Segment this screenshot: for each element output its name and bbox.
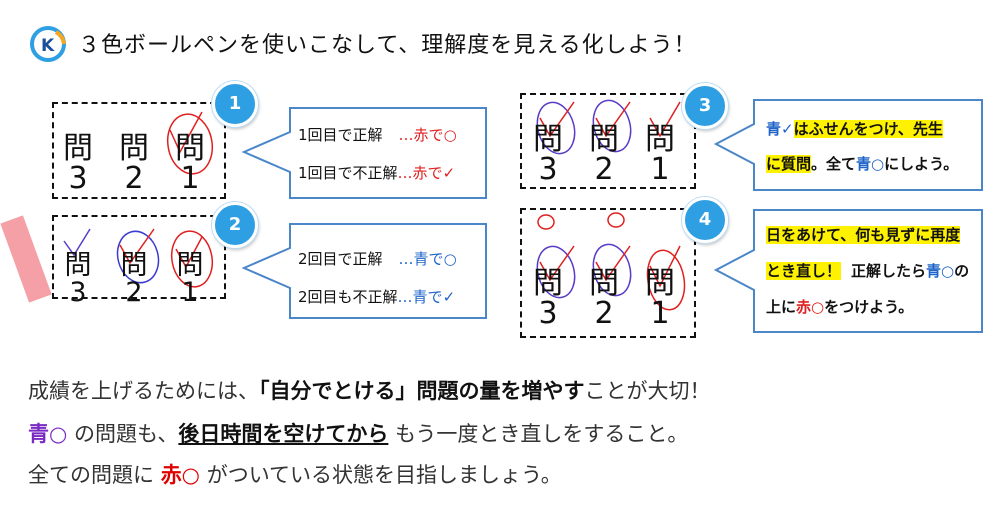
callout-line: 1回目で不正解…赤で✓ <box>298 164 456 182</box>
question-box-2 <box>52 215 226 299</box>
svg-text:K: K <box>41 36 55 56</box>
question-char: 問 <box>645 266 675 301</box>
question-char: 問 <box>119 131 149 166</box>
question-number: 3 <box>538 296 558 331</box>
question-number: 3 <box>68 161 88 196</box>
step-badge-3: 3 <box>682 83 728 129</box>
marks-1 <box>166 111 214 175</box>
callout-2 <box>241 223 487 319</box>
callout-line: 2回目で正解…青で○ <box>298 250 457 268</box>
question-char: 問 <box>533 122 563 157</box>
callout-line: 日をあけて、何も見ずに再度 <box>766 226 961 244</box>
brand-logo: K <box>30 26 66 62</box>
marks-3 <box>536 99 681 155</box>
callout-line: 上に赤○をつけよう。 <box>766 298 914 316</box>
question-char: 問 <box>176 250 204 281</box>
step-badge-2: 2 <box>212 202 258 248</box>
question-number: 3 <box>69 277 87 308</box>
marks-4 <box>536 212 686 311</box>
callout-line: とき直し！正解したら青○の <box>766 262 970 280</box>
callout-line: に質問。全て青○にしよう。 <box>766 155 959 173</box>
callout-line: 2回目も不正解…青で✓ <box>298 288 456 306</box>
summary-line-3: 全ての問題に 赤○ がついている状態を目指しましょう。 <box>28 463 562 487</box>
callout-line: 青✓はふせんをつけ、先生 <box>766 120 943 138</box>
question-char: 問 <box>63 131 93 166</box>
question-number: 1 <box>650 152 670 187</box>
question-char: 問 <box>175 131 205 166</box>
question-number: 2 <box>594 296 614 331</box>
question-char: 問 <box>645 122 675 157</box>
question-char: 問 <box>589 266 619 301</box>
step-badge-1: 1 <box>212 81 258 127</box>
question-number: 3 <box>538 152 558 187</box>
question-number: 1 <box>650 296 670 331</box>
callout-line: 1回目で正解…赤で○ <box>298 126 457 144</box>
marks-2 <box>63 228 214 288</box>
question-number: 1 <box>180 161 200 196</box>
step-badge-4: 4 <box>682 197 728 243</box>
question-char: 問 <box>589 122 619 157</box>
question-char: 問 <box>64 250 92 281</box>
question-char: 問 <box>120 250 148 281</box>
sticky-note <box>0 215 52 303</box>
question-number: 2 <box>594 152 614 187</box>
page-title: ３色ボールペンを使いこなして、理解度を見える化しよう！ <box>78 33 697 58</box>
question-box-1 <box>52 102 226 199</box>
question-box-3 <box>520 93 696 189</box>
summary-line-2: 青○ の問題も、後日時間を空けてから もう一度とき直しをすること。 <box>28 422 689 446</box>
question-number: 1 <box>181 277 199 308</box>
question-number: 2 <box>125 277 143 308</box>
question-number: 2 <box>124 161 144 196</box>
summary-line-1: 成績を上げるためには、「自分でとける」問題の量を増やすことが大切！ <box>28 379 711 403</box>
callout-1 <box>241 107 487 199</box>
question-char: 問 <box>533 266 563 301</box>
callout-3 <box>713 99 983 191</box>
